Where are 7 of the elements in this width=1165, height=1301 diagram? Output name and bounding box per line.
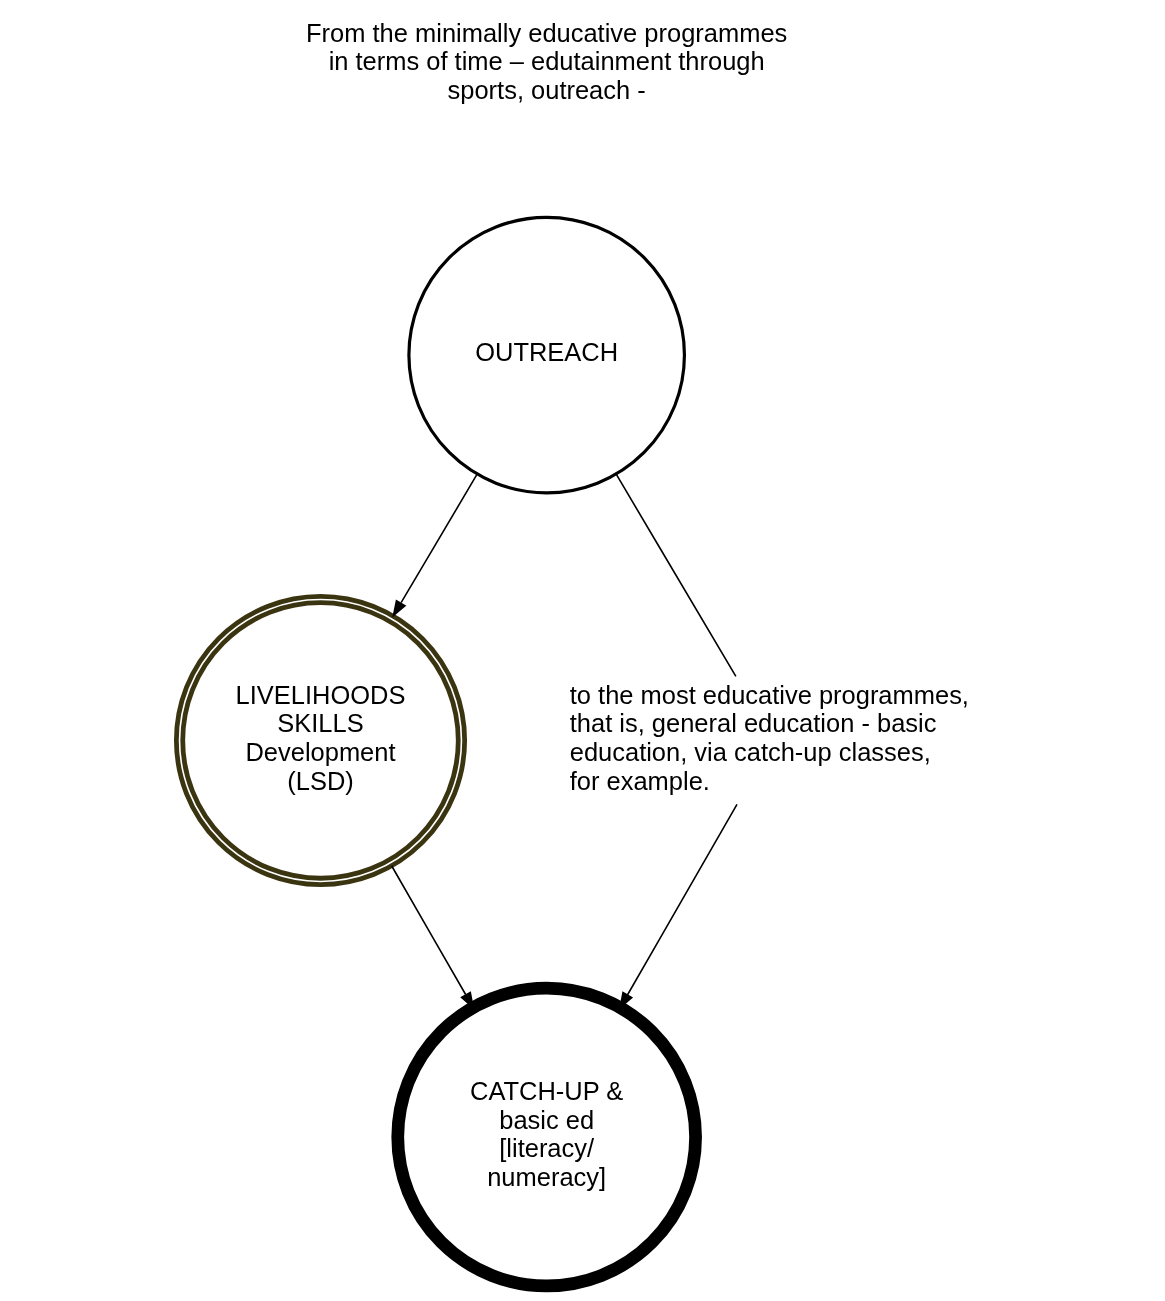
label: From the minimally educative programmes in terms of time – edutainment through sports, outreach - [306, 18, 788, 105]
node-circle: OUTREACH [407, 215, 687, 495]
arrow [392, 473, 478, 618]
node-circle: LIVELIHOODS SKILLS Development (LSD) [174, 593, 468, 887]
node-circle: CATCH-UP & basic ed [literacy/ numeracy] [391, 981, 702, 1293]
connector [615, 473, 737, 678]
node-text: to the most educative programmes, that is, general education - basic education, via catch-up classes, for example. [569, 680, 969, 795]
